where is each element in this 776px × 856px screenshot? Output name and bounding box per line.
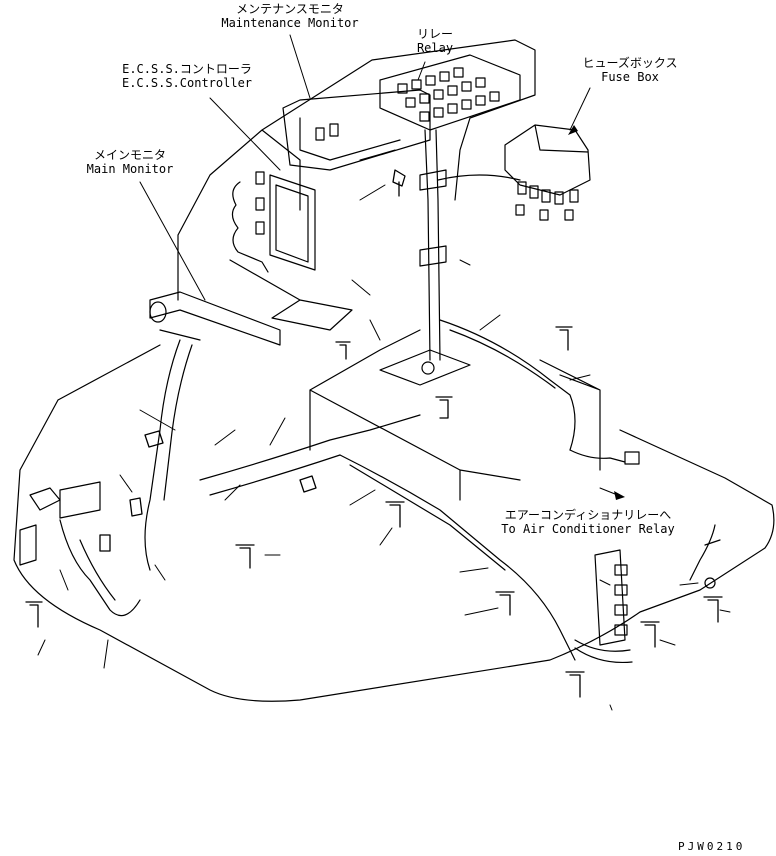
ecss-connector-3 xyxy=(255,221,265,235)
fuse-box-label: ヒューズボックス Fuse Box xyxy=(575,56,685,84)
air-conditioner-relay-label-ja: エアーコンディショナリレーへ xyxy=(504,508,672,522)
harness-clamp-1 xyxy=(419,169,447,191)
ac-relay-lead xyxy=(569,449,626,463)
lower-long-harness xyxy=(339,454,576,661)
relay-block xyxy=(379,54,521,131)
left-harness-upper xyxy=(144,339,181,571)
maintenance-monitor-label: メンテナンスモニタ Maintenance Monitor xyxy=(200,2,380,30)
right-connectors xyxy=(614,564,628,636)
panel-edges xyxy=(309,329,601,501)
ecss-controller-box xyxy=(269,174,316,271)
harness-to-fuse xyxy=(437,174,521,181)
main-monitor-knob xyxy=(149,301,167,323)
left-harness-parallel xyxy=(163,344,193,501)
relay-label-en: Relay xyxy=(416,41,454,55)
washer xyxy=(704,577,716,589)
relay-label: リレー Relay xyxy=(405,27,465,55)
left-loop xyxy=(59,519,141,617)
callout-ticks xyxy=(37,149,731,711)
left-bracket xyxy=(59,481,101,519)
center-plate xyxy=(379,349,471,386)
main-monitor-bracket xyxy=(149,291,281,346)
ecss-controller-label-en: E.C.S.S.Controller xyxy=(121,76,253,90)
bolts xyxy=(25,169,723,698)
fuse-box-connectors xyxy=(515,181,579,221)
ecss-controller-label-ja: E.C.S.S.コントローラ xyxy=(122,62,252,76)
right-harness xyxy=(439,319,576,451)
fuse-leader-arrow xyxy=(568,125,578,135)
maintenance-monitor-box xyxy=(282,89,431,171)
monitor-base-plate xyxy=(271,299,353,331)
center-plate-hole xyxy=(421,361,435,375)
ac-arrow-head xyxy=(614,491,625,500)
ecss-controller-label: E.C.S.S.コントローラ E.C.S.S.Controller xyxy=(92,62,282,90)
drawing-code: PJW0210 xyxy=(678,840,746,853)
air-conditioner-relay-label: エアーコンディショナリレーへ To Air Conditioner Relay xyxy=(482,508,694,536)
right-bracket xyxy=(594,549,626,646)
fuse-box-body xyxy=(504,124,591,196)
main-harness-vertical xyxy=(424,129,441,361)
air-conditioner-relay-label-en: To Air Conditioner Relay xyxy=(501,522,675,536)
left-connectors xyxy=(19,487,61,566)
maintenance-monitor-label-ja: メンテナンスモニタ xyxy=(236,2,344,16)
rear-panel xyxy=(177,39,536,301)
main-monitor-label-en: Main Monitor xyxy=(86,162,174,176)
relay-units xyxy=(397,67,500,122)
monitor-connector-a xyxy=(315,127,325,141)
fuse-box-label-en: Fuse Box xyxy=(601,70,659,84)
relay-label-ja: リレー xyxy=(416,27,453,41)
far-right-lead xyxy=(689,524,721,581)
leader-lines xyxy=(139,34,621,497)
monitor-connector-b xyxy=(329,123,339,137)
ac-relay-connector xyxy=(624,451,640,465)
fuse-box-label-ja: ヒューズボックス xyxy=(582,56,678,70)
right-cables xyxy=(574,639,633,664)
ecss-harness xyxy=(231,181,269,273)
main-monitor-label-ja: メインモニタ xyxy=(93,148,166,162)
floor-outline xyxy=(13,344,775,702)
maintenance-monitor-label-en: Maintenance Monitor xyxy=(221,16,359,30)
ecss-connector-1 xyxy=(255,171,265,185)
ecss-connector-2 xyxy=(255,197,265,211)
harness-clamp-2 xyxy=(419,245,447,267)
main-monitor-label: メインモニタ Main Monitor xyxy=(75,148,185,176)
cross-harness xyxy=(199,414,421,496)
